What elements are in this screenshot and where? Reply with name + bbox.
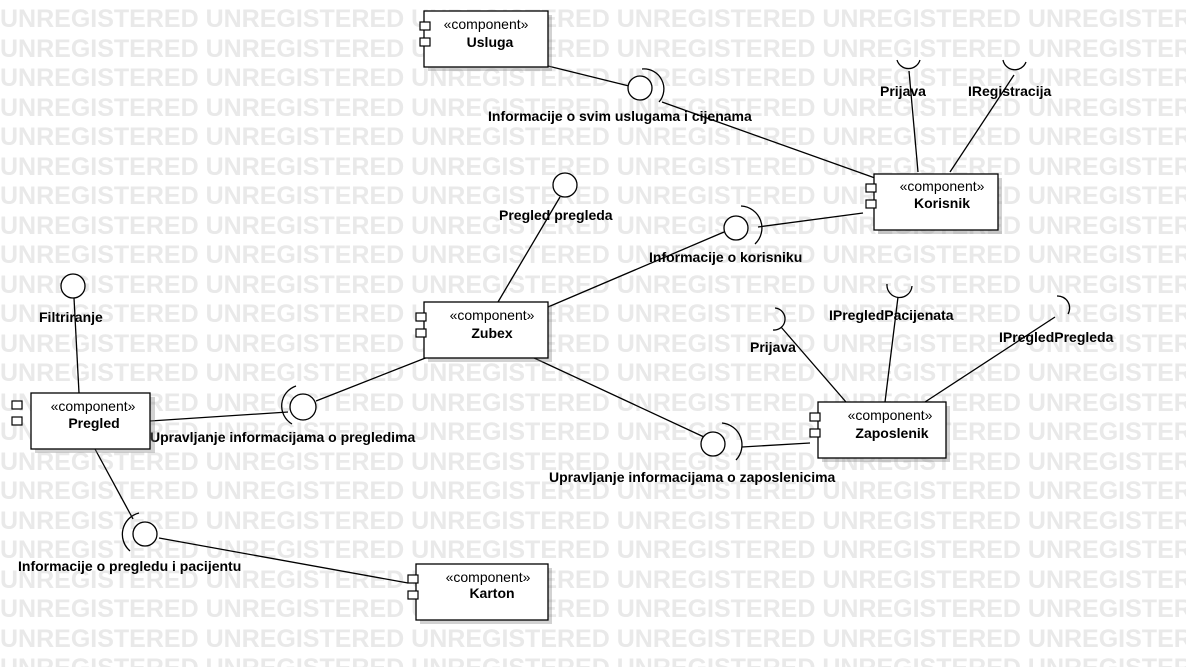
watermark-row: UNREGISTERED UNREGISTERED UNREGISTERED U… — [0, 595, 1186, 623]
watermark-row: UNREGISTERED UNREGISTERED UNREGISTERED U… — [0, 64, 1186, 92]
component-zubex: «component» Zubex — [415, 301, 552, 362]
label-ipregled-pacijenata: IPregledPacijenata — [829, 307, 954, 323]
watermark-row: UNREGISTERED UNREGISTERED UNREGISTERED U… — [0, 624, 1186, 653]
link-zaposlenik-ipregled-pregleda — [924, 316, 1056, 403]
stereotype-korisnik: «component» — [900, 178, 985, 194]
watermark-row: UNREGISTERED UNREGISTERED UNREGISTERED U… — [0, 506, 1186, 535]
stereotype-zubex: «component» — [450, 307, 535, 323]
component-korisnik: «component» Korisnik — [865, 173, 1002, 234]
label-upravljanje-zaposlenicima: Upravljanje informacijama o zaposlenicim… — [549, 469, 836, 485]
name-korisnik: Korisnik — [914, 195, 970, 211]
interface-filtriranje — [60, 273, 86, 299]
label-iregistracija: IRegistracija — [968, 83, 1051, 99]
name-usluga: Usluga — [467, 34, 514, 50]
label-pregled-pregleda: Pregled pregleda — [499, 207, 613, 223]
link-karton-info-pregled-pacijent — [158, 537, 409, 584]
link-zubex-info-korisniku — [547, 231, 725, 308]
interface-info-korisniku — [723, 205, 763, 245]
link-zaposlenik-upravljanje-zaposlenicima — [741, 442, 811, 448]
watermark-row: UNREGISTERED UNREGISTERED UNREGISTERED U… — [0, 93, 1186, 122]
link-zubex-pregled-pregleda — [497, 196, 561, 303]
socket-ipregled-pacijenata — [886, 283, 913, 299]
interface-pregled-pregleda — [552, 172, 578, 198]
link-pregled-info-pregled-pacijent — [94, 448, 134, 520]
watermark-row: UNREGISTERED UNREGISTERED UNREGISTERED U… — [0, 388, 1186, 417]
link-pregled-upravljanje-pregledima — [149, 411, 289, 422]
link-korisnik-prijava — [908, 70, 919, 173]
connectors — [73, 65, 1056, 584]
label-prijava-zaposlenik: Prijava — [750, 339, 796, 355]
link-zaposlenik-prijava — [780, 326, 847, 403]
watermark-row: UNREGISTERED UNREGISTERED UNREGISTERED U… — [0, 359, 1186, 387]
interface-info-usluge — [627, 68, 665, 103]
name-zaposlenik: Zaposlenik — [855, 425, 928, 441]
socket-prijava-korisnik — [896, 59, 921, 70]
stereotype-usluga: «component» — [444, 16, 529, 32]
name-karton: Karton — [469, 585, 514, 601]
component-pregled: «component» Pregled — [11, 392, 155, 453]
watermark-row: UNREGISTERED UNREGISTERED UNREGISTERED U… — [0, 34, 1186, 63]
watermark-row: UNREGISTERED UNREGISTERED UNREGISTERED U… — [0, 653, 1186, 667]
label-info-pregled-pacijent: Informacije o pregledu i pacijentu — [18, 558, 241, 574]
label-prijava-korisnik: Prijava — [880, 83, 926, 99]
watermark-row: UNREGISTERED UNREGISTERED UNREGISTERED U… — [0, 241, 1186, 269]
stereotype-zaposlenik: «component» — [848, 407, 933, 423]
link-zubex-upravljanje-zaposlenicima — [531, 356, 705, 438]
label-filtriranje: Filtriranje — [39, 309, 103, 325]
link-usluga-info-usluge — [547, 65, 630, 87]
label-ipregled-pregleda: IPregledPregleda — [999, 329, 1114, 345]
watermark-row: UNREGISTERED UNREGISTERED UNREGISTERED U… — [0, 5, 1186, 33]
watermark-row: UNREGISTERED UNREGISTERED UNREGISTERED U… — [0, 565, 1186, 594]
link-zubex-upravljanje-pregledima — [315, 356, 429, 402]
interface-upravljanje-pregledima — [281, 385, 317, 425]
link-zaposlenik-ipregled-pacijenata — [884, 296, 899, 403]
socket-iregistracija — [1002, 59, 1027, 71]
watermark-row: UNREGISTERED UNREGISTERED UNREGISTERED U… — [0, 329, 1186, 358]
name-zubex: Zubex — [471, 325, 512, 341]
label-upravljanje-pregledima: Upravljanje informacijama o pregledima — [150, 429, 416, 445]
watermark-row: UNREGISTERED UNREGISTERED UNREGISTERED U… — [0, 536, 1186, 564]
component-usluga: «component» Usluga — [419, 10, 552, 71]
socket-prijava-zaposlenik — [772, 307, 786, 331]
name-pregled: Pregled — [68, 415, 119, 431]
watermark-row: UNREGISTERED UNREGISTERED UNREGISTERED U… — [0, 418, 1186, 446]
link-korisnik-iregistracija — [949, 74, 1015, 173]
watermark-row: UNREGISTERED UNREGISTERED UNREGISTERED U… — [0, 270, 1186, 299]
watermark-row: UNREGISTERED UNREGISTERED UNREGISTERED U… — [0, 477, 1186, 505]
interface-upravljanje-zaposlenicima — [700, 422, 743, 461]
watermark-row: UNREGISTERED UNREGISTERED UNREGISTERED U… — [0, 123, 1186, 151]
socket-ipregled-pregleda — [1056, 295, 1071, 315]
component-karton: «component» Karton — [407, 563, 552, 624]
link-info-usluge-korisnik — [661, 101, 876, 179]
stereotype-karton: «component» — [446, 569, 531, 585]
link-pregled-filtriranje — [73, 297, 80, 394]
label-info-usluge: Informacije o svim uslugama i cijenama — [488, 108, 752, 124]
stereotype-pregled: «component» — [51, 398, 136, 414]
component-zaposlenik: «component» Zaposlenik — [809, 401, 950, 462]
link-korisnik-info-korisniku — [757, 212, 864, 228]
interface-info-pregled-pacijent — [121, 512, 158, 552]
label-info-korisniku: Informacije o korisniku — [649, 249, 802, 265]
watermark-row: UNREGISTERED UNREGISTERED UNREGISTERED U… — [0, 300, 1186, 328]
watermark-row: UNREGISTERED UNREGISTERED UNREGISTERED U… — [0, 447, 1186, 476]
